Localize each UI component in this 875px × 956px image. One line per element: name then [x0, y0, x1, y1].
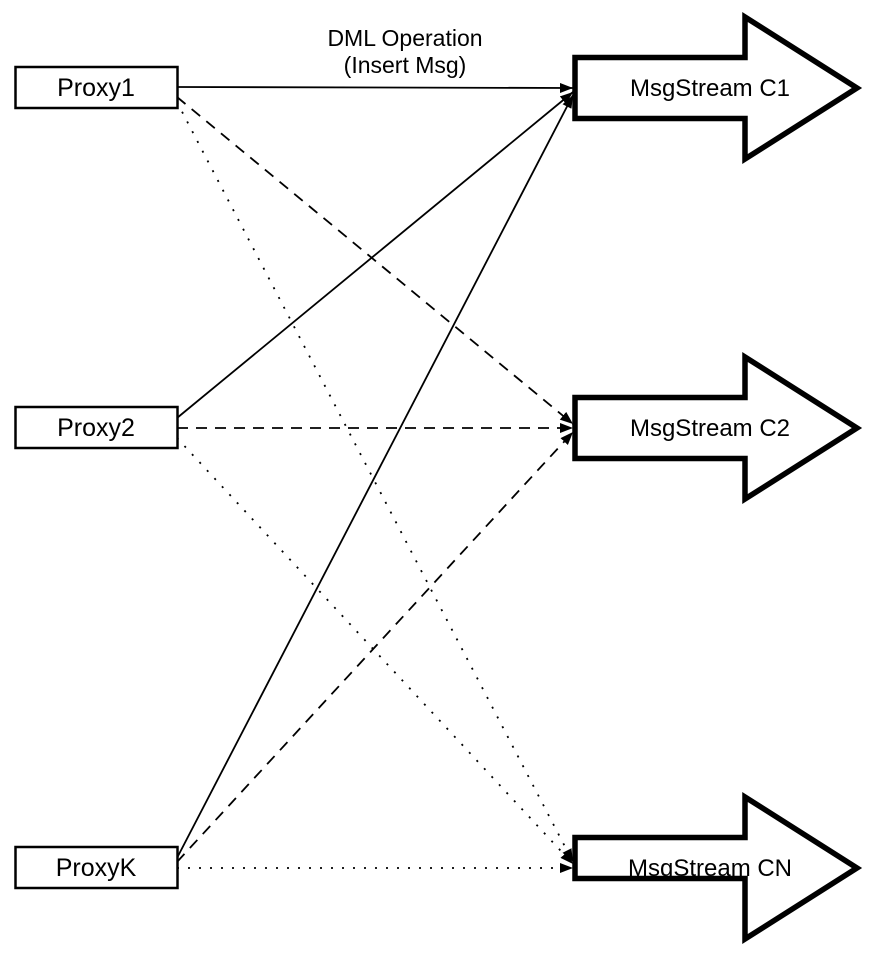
proxy1-label: Proxy1 [57, 74, 135, 102]
caption-line2: (Insert Msg) [344, 52, 467, 78]
msgstream-cn-label: MsgStream CN [628, 855, 792, 882]
proxy2-box [14, 405, 179, 450]
edge-proxy1-stream-cn-dotted [176, 101, 574, 863]
msgstream-c2-label: MsgStream C2 [630, 415, 790, 442]
edge-proxyk-stream-c2-dashed [176, 431, 574, 863]
caption: DML Operation (Insert Msg) [327, 25, 482, 78]
edges [176, 82, 574, 873]
msgstream-c2-arrow-shape [572, 352, 863, 504]
node-proxyk: ProxyK [14, 845, 179, 890]
edge-proxy2-stream-cn-dotted [176, 437, 574, 865]
node-msgstream-c1: MsgStream C1 [572, 12, 863, 164]
msgstream-cn-arrow-shape [572, 792, 863, 944]
edge-proxy1-stream-c1-solid [176, 82, 574, 93]
node-proxy2: Proxy2 [14, 405, 179, 450]
caption-line1: DML Operation [327, 25, 482, 51]
edge-proxy1-stream-c2-dashed [176, 96, 574, 425]
node-msgstream-c2: MsgStream C2 [572, 352, 863, 504]
proxyk-box [14, 845, 179, 890]
edge-proxyk-stream-c1-solid [176, 94, 574, 859]
node-proxy1: Proxy1 [14, 65, 179, 110]
node-msgstream-cn: MsgStream CN [572, 792, 863, 944]
proxy1-box [14, 65, 179, 110]
msgstream-c1-label: MsgStream C1 [630, 75, 790, 102]
proxyk-label: ProxyK [56, 854, 137, 882]
edge-proxy2-stream-c1-solid [176, 91, 574, 419]
proxy2-label: Proxy2 [57, 414, 135, 442]
msgstream-c1-arrow-shape [572, 12, 863, 164]
